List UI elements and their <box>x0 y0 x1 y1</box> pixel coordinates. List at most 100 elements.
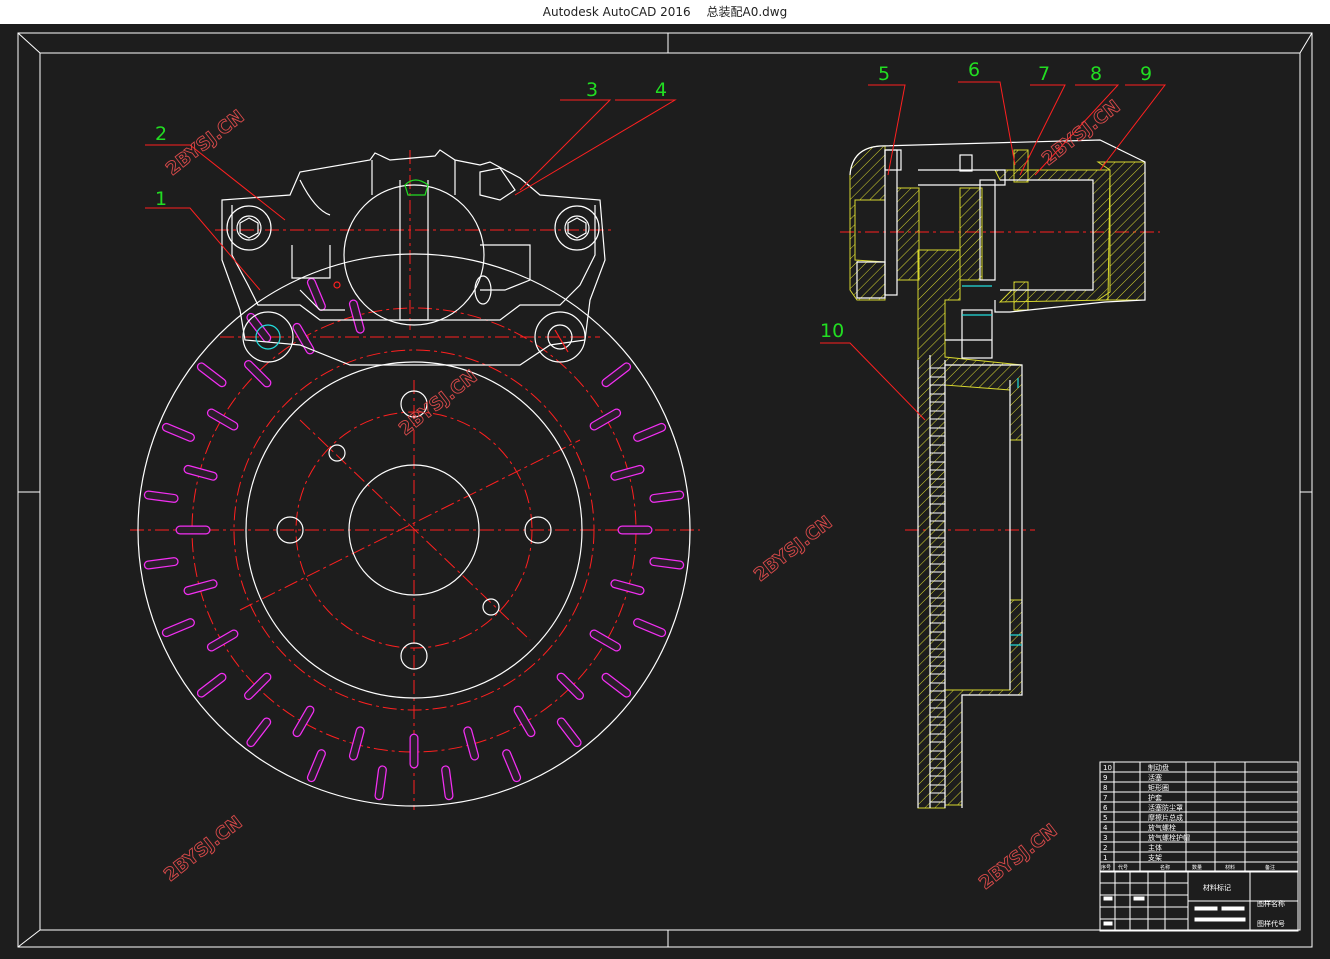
front-view[interactable]: 1 2 3 4 <box>130 79 700 810</box>
watermark: 2BYSJ.CN <box>750 512 836 586</box>
vane <box>929 486 946 497</box>
bolt-hole <box>524 516 552 544</box>
vane <box>929 469 946 480</box>
front-callout-labels: 1 2 3 4 <box>155 79 667 210</box>
watermark: 2BYSJ.CN <box>160 812 246 886</box>
vane <box>929 690 946 701</box>
caliper-accents <box>255 179 573 353</box>
section-accents <box>962 285 1022 646</box>
vane <box>929 792 946 803</box>
watermark: 2BYSJ.CN <box>395 366 481 440</box>
vent-slot <box>308 750 325 781</box>
vent-slot <box>247 314 270 342</box>
vent-slot <box>514 706 535 736</box>
front-centerlines <box>130 150 700 810</box>
vent-slot <box>198 363 226 386</box>
callout-4: 4 <box>655 79 667 101</box>
watermark: 2BYSJ.CN <box>975 820 1061 894</box>
bolt-hole <box>276 516 304 544</box>
bolt-hole <box>400 390 428 418</box>
vane <box>929 367 946 378</box>
section-centerlines <box>840 231 1160 531</box>
parts-list-no: 4 <box>1103 824 1108 832</box>
parts-list-name: 摩擦片总成 <box>1148 813 1183 822</box>
vane <box>929 656 946 667</box>
title-block[interactable]: 材料标记 图样名称 图样代号 <box>1099 870 1299 932</box>
vent-slot <box>557 673 583 699</box>
vane <box>929 384 946 395</box>
vent-slot <box>611 580 644 594</box>
drawing-canvas[interactable]: 1 2 3 4 <box>0 24 1330 959</box>
vent-slot <box>350 300 364 333</box>
vane <box>929 401 946 412</box>
vent-slot <box>293 706 314 736</box>
vane <box>929 537 946 548</box>
svg-text:序号: 序号 <box>1101 864 1111 871</box>
svg-text:代号: 代号 <box>1118 864 1128 871</box>
brake-disc <box>137 253 691 807</box>
vent-slot <box>198 674 226 697</box>
caliper-body[interactable] <box>221 149 606 366</box>
vane <box>929 724 946 735</box>
app-name: Autodesk AutoCAD 2016 <box>542 5 691 19</box>
vent-slot <box>590 630 620 651</box>
vane <box>929 554 946 565</box>
guide-pin <box>554 205 600 251</box>
guide-pin <box>226 205 272 251</box>
callout-3: 3 <box>586 79 598 101</box>
front-leaders <box>145 99 677 291</box>
parts-list-name: 活塞 <box>1148 773 1162 782</box>
vane <box>929 775 946 786</box>
vent-slot <box>442 766 453 799</box>
section-hatching <box>849 145 1146 809</box>
parts-list-no: 9 <box>1103 774 1107 782</box>
vent-slot <box>650 558 683 569</box>
parts-list-header: 序号 代号 名称 数量 材料 备注 <box>1101 864 1275 871</box>
vent-slot <box>293 324 314 354</box>
watermark: 2BYSJ.CN <box>162 106 248 180</box>
sheet-frame <box>17 32 1313 948</box>
vane <box>929 588 946 599</box>
vent-slot <box>208 409 238 430</box>
vent-slot <box>163 619 194 636</box>
vent-slot <box>590 409 620 430</box>
vane <box>929 707 946 718</box>
locating-hole <box>328 444 346 462</box>
locating-hole <box>482 598 500 616</box>
parts-list-name: 矩形圈 <box>1148 783 1169 792</box>
vent-slot <box>208 630 238 651</box>
callout-9: 9 <box>1140 63 1152 85</box>
vent-slot <box>184 580 217 594</box>
section-view[interactable]: 5 6 7 8 9 10 <box>820 59 1167 809</box>
vane <box>929 571 946 582</box>
vent-slot <box>350 727 364 760</box>
vent-slot <box>650 491 683 502</box>
svg-text:数量: 数量 <box>1192 864 1202 871</box>
parts-list-no: 2 <box>1103 844 1107 852</box>
vane <box>929 741 946 752</box>
cad-drawing[interactable]: 1 2 3 4 <box>0 24 1330 959</box>
vent-slot <box>247 718 270 746</box>
callout-8: 8 <box>1090 63 1102 85</box>
vane <box>929 639 946 650</box>
drawing-code: 图样代号 <box>1257 919 1285 928</box>
watermark: 2BYSJ.CN <box>1038 96 1124 170</box>
vent-slot <box>245 361 271 387</box>
parts-list-name: 制动盘 <box>1148 763 1169 772</box>
parts-list-no: 10 <box>1103 764 1112 772</box>
callout-7: 7 <box>1038 63 1050 85</box>
section-callout-labels: 5 6 7 8 9 10 <box>820 59 1152 342</box>
parts-list-no: 6 <box>1103 804 1108 812</box>
vent-slot <box>602 363 630 386</box>
vent-slot <box>602 674 630 697</box>
vent-slot <box>245 673 271 699</box>
parts-list-name: 放气螺栓护帽 <box>1148 833 1190 842</box>
vane <box>929 673 946 684</box>
vent-slot <box>634 424 665 441</box>
vent-slot <box>634 619 665 636</box>
disc-vanes <box>929 367 946 803</box>
parts-list-no: 8 <box>1103 784 1107 792</box>
callout-10: 10 <box>820 320 844 342</box>
vent-slot <box>163 424 194 441</box>
